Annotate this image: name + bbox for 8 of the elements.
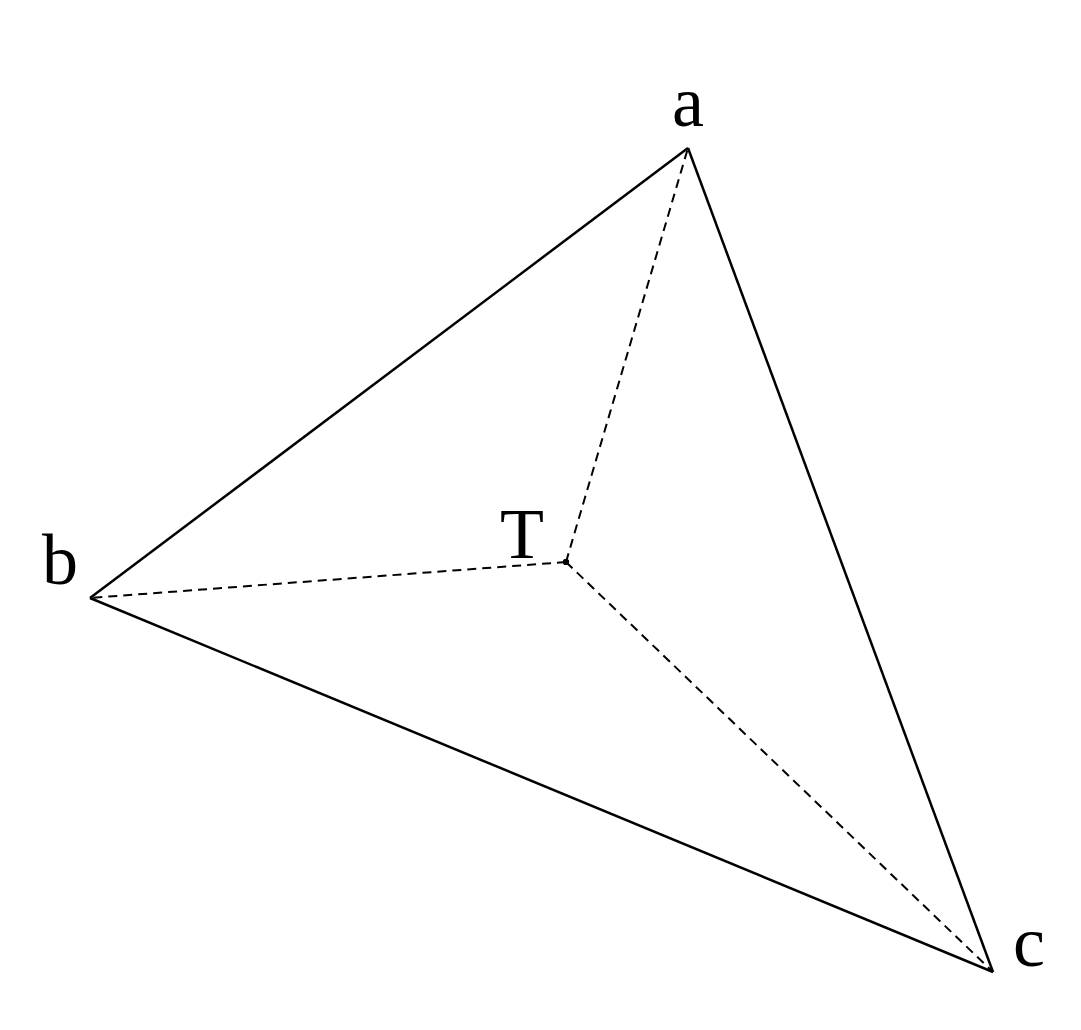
line	[686, 147, 995, 973]
vertex-label: T	[500, 498, 544, 570]
dashed-line	[563, 559, 994, 973]
line	[89, 147, 689, 599]
line	[89, 596, 994, 974]
vertex-label: c	[1013, 906, 1045, 978]
vertex-label: a	[672, 66, 704, 138]
vertex-label: b	[42, 524, 78, 596]
